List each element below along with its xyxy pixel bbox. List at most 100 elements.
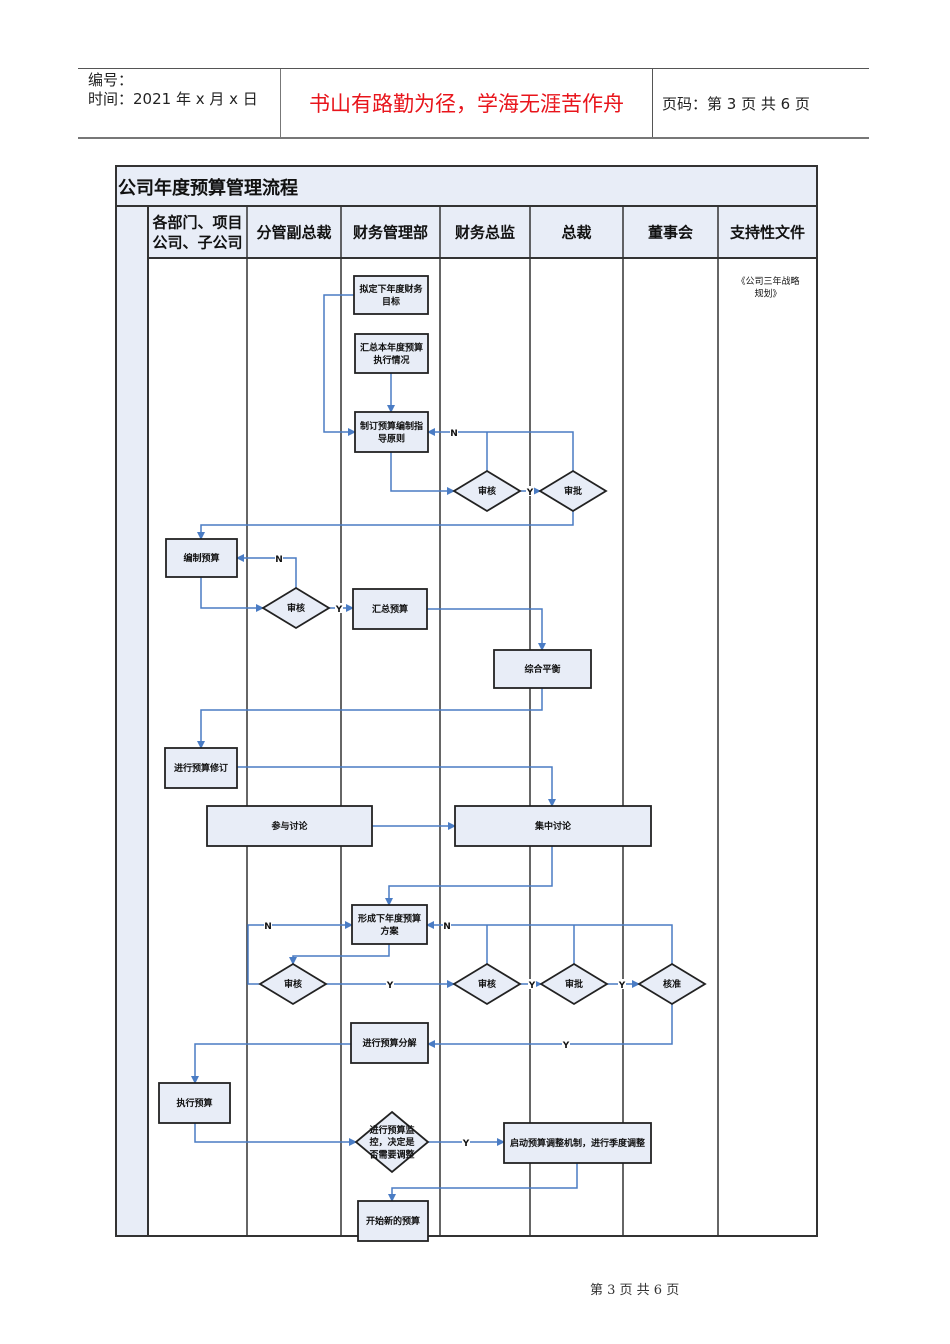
process-node-label: 导原则 <box>378 432 405 444</box>
lane-header: 分管副总裁 <box>256 223 331 241</box>
edge-label-bg <box>562 1039 570 1049</box>
decision-node <box>637 962 707 1006</box>
process-node-label: 开始新的预算 <box>366 1215 420 1227</box>
lane-header-row <box>147 205 818 259</box>
edge-label-bg <box>264 920 272 930</box>
edge-label-bg <box>618 979 626 989</box>
edge-label-bg <box>275 553 283 563</box>
connector-arrow <box>200 577 264 612</box>
process-node <box>165 538 238 578</box>
number-label: 编号： <box>88 71 134 89</box>
diagram-frame <box>115 165 818 1237</box>
time-label: 时间：2021 年 x 月 x 日 <box>88 90 258 108</box>
yes-label: Y <box>386 981 394 991</box>
process-node-label: 集中讨论 <box>534 820 572 832</box>
process-node <box>206 805 373 847</box>
process-node-label: 编制预算 <box>183 552 219 564</box>
process-node <box>493 649 592 689</box>
connector-arrow <box>390 452 455 495</box>
process-node-label: 汇总本年度预算 <box>360 342 423 354</box>
motto: 书山有路勤为径，学海无涯苦作舟 <box>280 69 653 137</box>
lane-header: 公司、子公司 <box>152 234 242 252</box>
process-node <box>454 805 652 847</box>
process-node <box>164 747 238 789</box>
decision-node <box>354 1110 430 1174</box>
document-header: 编号： 时间：2021 年 x 月 x 日 书山有路勤为径，学海无涯苦作舟 页码… <box>78 68 869 139</box>
support-document: 规划》 <box>754 287 781 299</box>
connector-arrow <box>427 1004 673 1048</box>
connector-arrow <box>426 921 673 964</box>
process-node <box>357 1200 429 1242</box>
decision-node-label: 否需要调整 <box>368 1148 414 1160</box>
connector-arrow <box>323 294 356 436</box>
decision-node-label: 审核 <box>478 485 496 497</box>
lane-header: 董事会 <box>648 223 693 241</box>
decision-node-label: 控，决定是 <box>369 1136 415 1148</box>
no-label: N <box>450 429 458 439</box>
connector-arrow <box>191 1043 351 1084</box>
lane-header: 总裁 <box>561 223 591 241</box>
decision-node-label: 审核 <box>284 978 302 990</box>
process-node-label: 形成下年度预算 <box>358 913 421 925</box>
process-node <box>503 1122 652 1164</box>
process-node-label: 拟定下年度财务 <box>359 283 423 295</box>
yes-label: Y <box>562 1041 570 1051</box>
no-label: N <box>275 555 283 565</box>
connector-arrow <box>237 766 556 807</box>
edge-label-bg <box>386 979 394 989</box>
process-node-label: 进行预算修订 <box>174 762 228 774</box>
left-column <box>115 205 149 1237</box>
decision-node-label: 审批 <box>564 485 582 497</box>
process-node <box>352 588 428 630</box>
decision-node <box>258 962 328 1006</box>
header-meta: 编号： 时间：2021 年 x 月 x 日 <box>78 69 280 137</box>
edge-label-bg <box>450 427 458 437</box>
process-node-label: 综合平衡 <box>524 663 560 675</box>
edge-label-bg <box>443 920 451 930</box>
connector-arrow <box>385 846 553 906</box>
lane-header: 各部门、项目 <box>151 213 242 231</box>
decision-node-label: 审核 <box>478 978 496 990</box>
decision-node <box>261 586 331 630</box>
process-node-label: 启动预算调整机制，进行季度调整 <box>510 1137 645 1149</box>
process-node-label: 进行预算分解 <box>362 1037 416 1049</box>
process-node <box>351 904 428 945</box>
process-node <box>354 333 429 374</box>
process-node-label: 目标 <box>382 295 400 307</box>
process-node <box>354 411 429 453</box>
diagram-title: 公司年度预算管理流程 <box>118 177 298 199</box>
connector-arrow <box>427 608 546 651</box>
yes-label: Y <box>462 1139 470 1149</box>
no-label: N <box>264 922 272 932</box>
decision-node-label: 进行预算监 <box>369 1124 414 1136</box>
connector-arrow <box>194 1123 357 1146</box>
yes-label: Y <box>528 981 536 991</box>
process-node-label: 参与讨论 <box>271 820 308 832</box>
lane-header: 支持性文件 <box>729 223 805 241</box>
process-node-label: 方案 <box>380 925 399 937</box>
decision-node <box>452 469 522 513</box>
connector-arrow <box>247 921 353 985</box>
edge-label-bg <box>335 603 343 613</box>
no-label: N <box>443 922 451 932</box>
process-node-label: 制订预算编制指 <box>360 420 423 432</box>
decision-node <box>452 962 522 1006</box>
process-node <box>158 1082 231 1124</box>
yes-label: Y <box>526 488 534 498</box>
decision-node <box>539 962 609 1006</box>
process-node-label: 执行情况 <box>373 354 409 366</box>
connector-arrow <box>427 428 574 471</box>
decision-node-label: 核准 <box>663 978 681 990</box>
page-footer: 第 3 页 共 6 页 <box>590 1283 680 1298</box>
decision-node-label: 审批 <box>565 978 583 990</box>
lane-header: 财务管理部 <box>353 223 428 241</box>
edge-label-bg <box>526 486 534 496</box>
connector-arrow <box>236 554 297 588</box>
lane-header: 财务总监 <box>455 223 515 241</box>
yes-label: Y <box>335 605 343 615</box>
process-node-label: 执行预算 <box>176 1097 212 1109</box>
connector-arrow <box>289 944 390 965</box>
decision-node <box>538 469 608 513</box>
support-document: 《公司三年战略 <box>736 275 799 287</box>
